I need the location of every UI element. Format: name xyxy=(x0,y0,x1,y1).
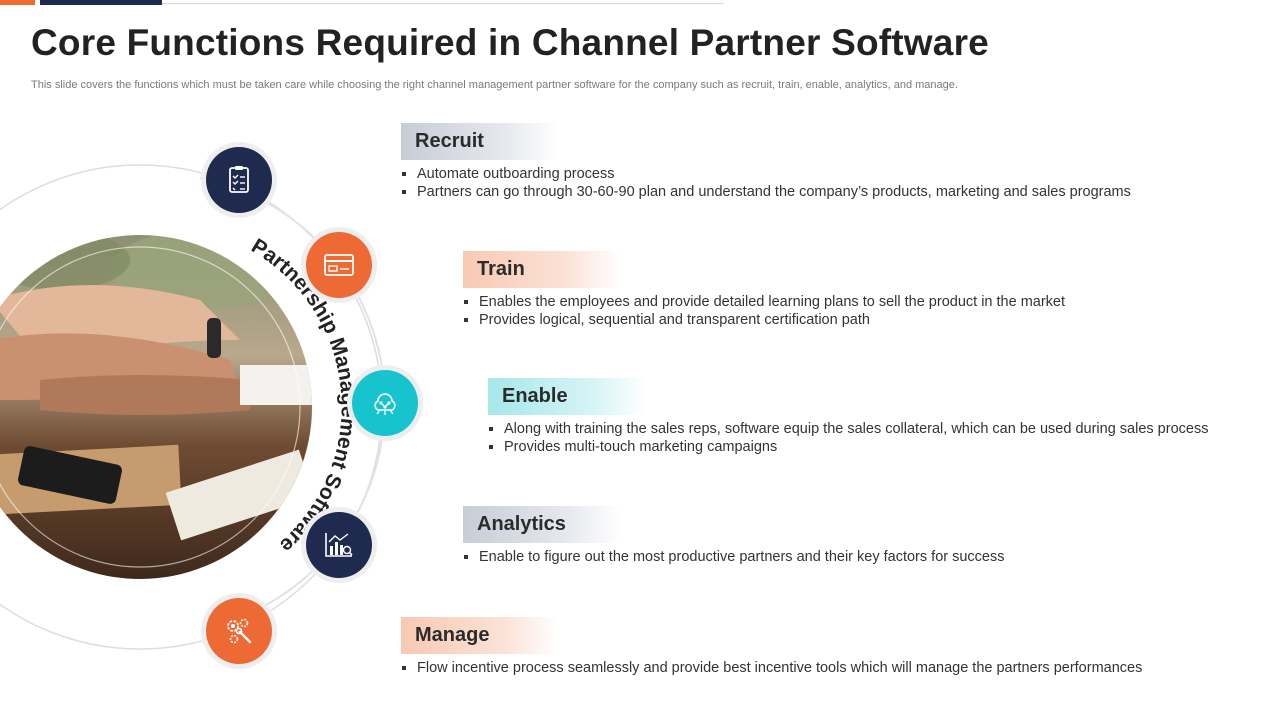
bullet-item: Partners can go through 30-60-90 plan an… xyxy=(401,183,1131,201)
section-heading: Train xyxy=(463,251,621,288)
accent-rule xyxy=(162,3,724,4)
section-analytics: Analytics Enable to figure out the most … xyxy=(463,506,1005,566)
partnership-graphic: Partnership Management Software xyxy=(0,140,418,670)
bullet-list: Along with training the sales reps, soft… xyxy=(488,420,1208,456)
gears-wrench-icon xyxy=(206,598,272,664)
bullet-list: Enables the employees and provide detail… xyxy=(463,293,1065,329)
accent-bar-orange xyxy=(0,0,35,5)
checklist-icon xyxy=(206,147,272,213)
section-manage: Manage Flow incentive process seamlessly… xyxy=(401,617,1142,677)
brain-network-icon xyxy=(352,370,418,436)
bullet-item: Along with training the sales reps, soft… xyxy=(488,420,1208,438)
page-title: Core Functions Required in Channel Partn… xyxy=(31,22,989,63)
section-enable: Enable Along with training the sales rep… xyxy=(488,378,1208,456)
accent-bar-navy xyxy=(40,0,162,5)
teamwork-photo xyxy=(0,235,312,579)
page-subtitle: This slide covers the functions which mu… xyxy=(31,79,958,91)
bullet-item: Flow incentive process seamlessly and pr… xyxy=(401,659,1142,677)
section-heading: Analytics xyxy=(463,506,621,543)
bullet-item: Enable to figure out the most productive… xyxy=(463,548,1005,566)
bullet-item: Automate outboarding process xyxy=(401,165,1131,183)
card-icon xyxy=(306,232,372,298)
bullet-list: Flow incentive process seamlessly and pr… xyxy=(401,659,1142,677)
bar-chart-icon xyxy=(306,512,372,578)
bullet-item: Enables the employees and provide detail… xyxy=(463,293,1065,311)
bullet-item: Provides multi-touch marketing campaigns xyxy=(488,438,1208,456)
section-heading: Manage xyxy=(401,617,559,654)
section-heading: Recruit xyxy=(401,123,559,160)
section-train: Train Enables the employees and provide … xyxy=(463,251,1065,329)
section-recruit: Recruit Automate outboarding process Par… xyxy=(401,123,1131,201)
graphic-canvas: Partnership Management Software xyxy=(0,164,386,650)
bullet-item: Provides logical, sequential and transpa… xyxy=(463,311,1065,329)
bullet-list: Enable to figure out the most productive… xyxy=(463,548,1005,566)
bullet-list: Automate outboarding process Partners ca… xyxy=(401,165,1131,201)
photo-ring xyxy=(0,246,301,568)
section-heading: Enable xyxy=(488,378,646,415)
